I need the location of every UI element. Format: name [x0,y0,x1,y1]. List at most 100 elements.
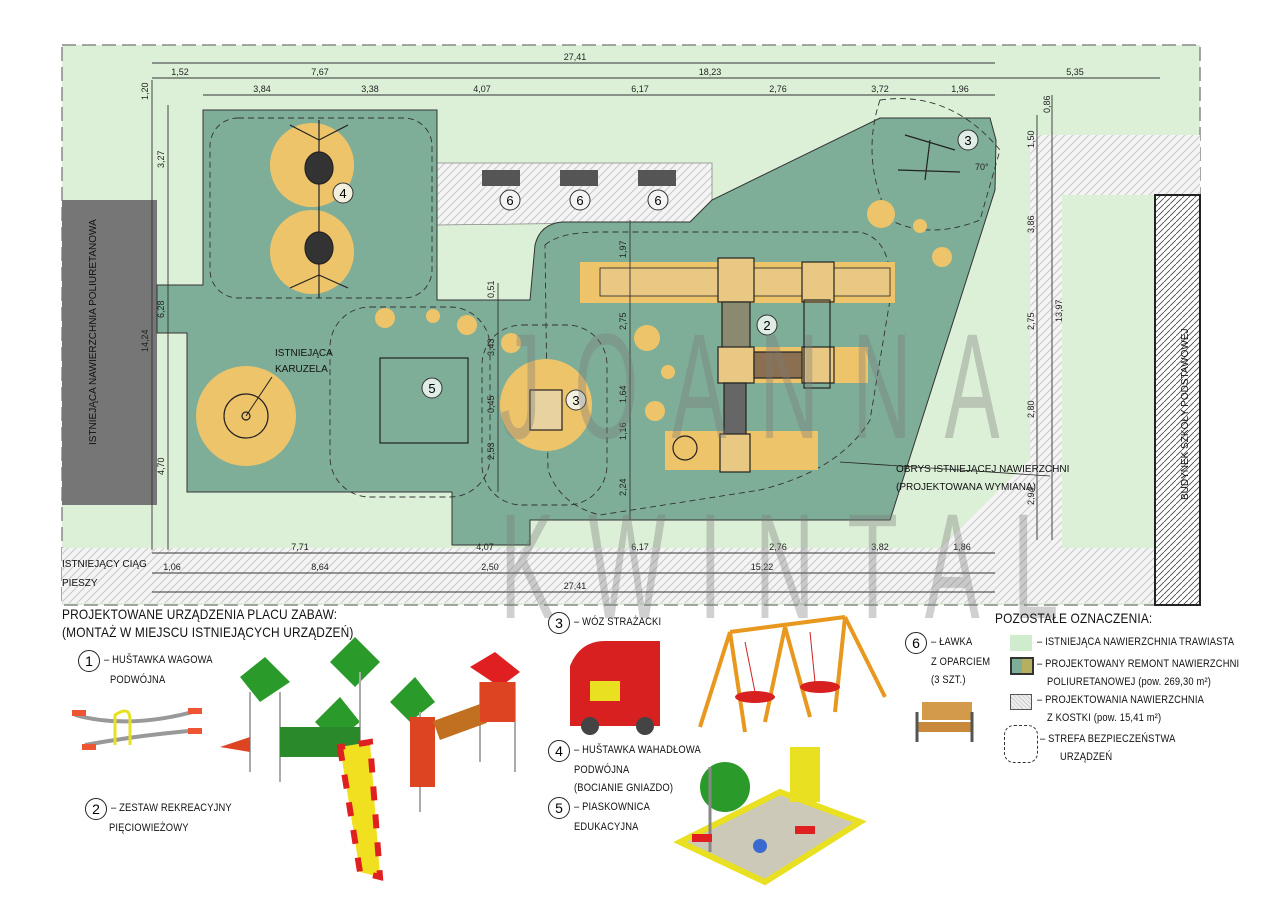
legend-item-2: 2 – ZESTAW REKREACYJNY PIĘCIOWIEŻOWY [85,798,232,834]
existing-surface-label: ISTNIEJĄCA NAWIERZCHNIA POLIURETANOWA [88,219,99,445]
svg-text:2,75: 2,75 [1026,312,1036,330]
svg-text:7,67: 7,67 [311,67,329,77]
svg-text:0,45: 0,45 [486,395,496,413]
existing-polyurethane-surface [62,200,157,505]
legend-title: PROJEKTOWANE URZĄDZENIA PLACU ZABAW: [62,606,338,622]
path-label: PIESZY [62,578,98,589]
svg-text:13,97: 13,97 [1054,299,1064,322]
svg-text:2,24: 2,24 [618,478,628,496]
play-set-image [220,637,520,881]
marker-5: 5 [421,377,443,399]
svg-text:1,64: 1,64 [618,385,628,403]
svg-text:1,20: 1,20 [140,82,150,100]
svg-text:1,52: 1,52 [171,67,189,77]
svg-text:3,38: 3,38 [361,84,379,94]
legend-item-1: 1 – HUŠTAWKA WAGOWA PODWÓJNA [78,650,213,686]
safety-zone-swatch [1004,725,1038,763]
marker-3: 3 [957,129,979,151]
legend-paving-area: Z KOSTKI (pow. 15,41 m²) [1047,712,1162,724]
svg-text:2: 2 [763,318,770,333]
marker-3: 3 [565,389,587,411]
svg-text:3,27: 3,27 [156,150,166,168]
svg-text:3,43: 3,43 [486,338,496,356]
svg-text:2,75: 2,75 [618,312,628,330]
svg-text:5: 5 [428,381,435,396]
paving-strip-right [940,135,1200,548]
pedestrian-path [62,548,1200,603]
dims-left: 1,20 3,27 6,28 14,24 4,70 [140,82,166,475]
path-label: ISTNIEJĄCY CIĄG [62,559,147,570]
svg-text:1,96: 1,96 [951,84,969,94]
equipment-markers: 4 6 6 6 3 2 5 3 [332,129,979,411]
svg-text:8,64: 8,64 [311,562,329,572]
svg-text:3: 3 [572,393,579,408]
carousel-label: ISTNIEJĄCA [275,348,333,359]
marker-4: 4 [332,182,354,204]
dims-top: 27,41 1,52 7,67 18,23 5,35 3,84 3,38 4,0… [171,52,1084,94]
legend-subtitle: (MONTAŻ W MIEJSCU ISTNIEJĄCYCH URZĄDZEŃ) [62,624,354,640]
bench-image [915,702,974,742]
svg-text:18,23: 18,23 [699,67,722,77]
dims-right: 0,86 1,50 3,86 2,75 2,80 2,94 13,97 [1026,95,1064,505]
seesaw-image [72,708,202,750]
bench-icons [482,170,676,186]
svg-text:1,97: 1,97 [618,240,628,258]
svg-text:0,86: 0,86 [1042,95,1052,113]
svg-text:5,35: 5,35 [1066,67,1084,77]
svg-text:27,41: 27,41 [564,581,587,591]
carousel-label: KARUZELA [275,364,328,375]
paving-swatch [1010,694,1032,710]
svg-text:2,53: 2,53 [486,442,496,460]
svg-text:27,41: 27,41 [564,52,587,62]
legend-item-4: 4 – HUŠTAWKA WAHADŁOWA PODWÓJNA (BOCIANI… [548,740,701,794]
svg-text:2,94: 2,94 [1026,487,1036,505]
svg-text:6,17: 6,17 [631,542,649,552]
svg-text:3,84: 3,84 [253,84,271,94]
angle-label: 70° [975,162,989,172]
outline-label: OBRYS ISTNIEJĄCEJ NAWIERZCHNI [896,464,1069,475]
svg-text:1,50: 1,50 [1026,130,1036,148]
svg-text:4,70: 4,70 [156,457,166,475]
svg-text:2,76: 2,76 [769,542,787,552]
dimension-lines [151,62,1160,593]
svg-text:3,72: 3,72 [871,84,889,94]
fire-truck-image [570,641,660,735]
legend-polyurethane: – PROJEKTOWANY REMONT NAWIERZCHNI [1037,658,1240,670]
school-building [1154,194,1201,606]
safety-zones [209,98,1001,516]
svg-text:4,07: 4,07 [473,84,491,94]
marker-6: 6 [569,189,591,211]
legend-item-5: 5 – PIASKOWNICA EDUKACYJNA [548,797,650,833]
svg-text:3,86: 3,86 [1026,215,1036,233]
other-legend-title: POZOSTAŁE OZNACZENIA: [995,610,1153,626]
site-plan: ISTNIEJĄCA NAWIERZCHNIA POLIURETANOWA BU… [61,44,1201,606]
svg-text:2,76: 2,76 [769,84,787,94]
legend-item-6: 6 – ŁAWKA Z OPARCIEM (3 SZT.) [905,632,990,686]
sandbox-image [673,747,867,886]
marker-6: 6 [499,189,521,211]
legend-grass: – ISTNIEJĄCA NAWIERZCHNIA TRAWIASTA [1037,636,1235,648]
svg-text:4,07: 4,07 [476,542,494,552]
svg-text:0,51: 0,51 [486,280,496,298]
equipment-outlines [223,120,961,473]
svg-text:4: 4 [339,186,346,201]
marker-6: 6 [647,189,669,211]
svg-text:6: 6 [576,193,583,208]
outline-label: (PROJEKTOWANA WYMIANA) [896,482,1036,493]
legend-paving: – PROJEKTOWANIA NAWIERZCHNIA [1037,694,1205,706]
legend-item-3: 3 – WÓZ STRAŻACKI [548,612,661,634]
svg-text:6,28: 6,28 [156,300,166,318]
svg-text:1,06: 1,06 [163,562,181,572]
svg-text:7,71: 7,71 [291,542,309,552]
legend-safety-2: URZĄDZEŃ [1060,751,1113,763]
svg-text:3,82: 3,82 [871,542,889,552]
svg-text:14,24: 14,24 [140,329,150,352]
svg-text:15,22: 15,22 [751,562,774,572]
dims-bottom: 7,71 4,07 6,17 2,76 3,82 1,86 1,06 8,64 … [163,542,971,591]
legend-polyurethane-area: POLIURETANOWEJ (pow. 269,30 m²) [1047,676,1212,688]
svg-text:3: 3 [964,133,971,148]
dims-mid: 0,51 3,43 0,45 2,53 1,97 2,75 1,64 1,16 … [486,240,628,496]
svg-text:1,16: 1,16 [618,422,628,440]
svg-text:2,50: 2,50 [481,562,499,572]
marker-2: 2 [756,314,778,336]
